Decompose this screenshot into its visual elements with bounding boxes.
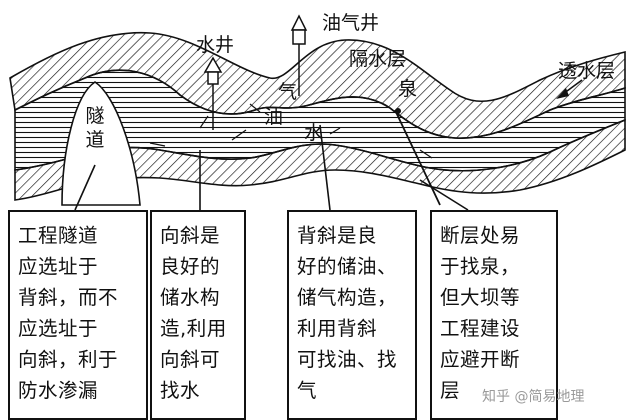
note-box-tunnel-line: 应选址于 <box>18 317 99 340</box>
note-box-tunnel-line: 背斜，而不 <box>18 286 119 309</box>
label-oil-gas-well: 油气井 <box>322 12 380 34</box>
fault-line <box>394 109 441 206</box>
pointer-lines <box>74 79 583 211</box>
spring-icon <box>395 108 401 114</box>
note-box-fault-line: 但大坝等 <box>440 286 521 309</box>
tunnel-shape <box>61 81 141 206</box>
note-box-fault-line: 应避开断 <box>440 348 521 371</box>
note-box-tunnel-line: 防水渗漏 <box>18 379 99 402</box>
note-box-syncline-line: 储水构 <box>160 286 221 309</box>
flow-arrows <box>149 103 433 159</box>
note-box-fault-line: 层 <box>440 379 461 402</box>
note-box-anticline-line: 背斜是良 <box>297 224 378 247</box>
watermark: 知乎 @简易地理 <box>482 389 585 405</box>
note-box-tunnel-line: 工程隧道 <box>18 224 99 247</box>
note-box-syncline-line: 向斜可 <box>160 348 221 371</box>
note-box-tunnel-line: 应选址于 <box>18 255 99 278</box>
note-box-syncline-line: 造,利用 <box>160 317 227 340</box>
oil-gas-well-icon <box>290 14 308 96</box>
note-box-tunnel-line: 向斜，利于 <box>18 348 119 371</box>
note-box-anticline: 背斜是良 好的储油、 储气构造， 利用背斜 可找油、找 气 <box>287 210 417 420</box>
note-box-syncline-line: 良好的 <box>160 255 221 278</box>
note-box-anticline-line: 好的储油、 <box>297 255 398 278</box>
label-aquiclude: 隔水层 <box>349 48 407 70</box>
note-box-syncline: 向斜是 良好的 储水构 造,利用 向斜可 找水 <box>150 210 246 420</box>
note-box-syncline-line: 找水 <box>160 379 201 402</box>
note-box-anticline-line: 储气构造， <box>297 286 398 309</box>
lower-aquifer-layer <box>14 118 626 201</box>
label-water: 水 <box>304 122 324 144</box>
label-oil: 油 <box>264 106 284 128</box>
note-box-syncline-line: 向斜是 <box>160 224 221 247</box>
label-tunnel-char-2: 道 <box>85 129 105 151</box>
note-box-fault-line: 工程建设 <box>440 317 521 340</box>
geologic-structure-diagram <box>9 14 626 211</box>
note-box-anticline-line: 气 <box>297 379 318 402</box>
note-box-anticline-line: 可找油、找 <box>297 348 398 371</box>
label-aquifer: 透水层 <box>558 60 616 82</box>
note-box-anticline-line: 利用背斜 <box>297 317 378 340</box>
label-gas: 气 <box>278 81 298 103</box>
label-water-well: 水井 <box>196 34 235 56</box>
note-box-fault-line: 于找泉， <box>440 255 521 278</box>
note-box-tunnel: 工程隧道 应选址于 背斜，而不 应选址于 向斜，利于 防水渗漏 <box>8 210 148 420</box>
water-well-icon <box>203 56 223 130</box>
label-spring: 泉 <box>398 78 418 100</box>
note-box-fault-line: 断层处易 <box>440 224 521 247</box>
label-tunnel-char-1: 隧 <box>85 105 105 127</box>
label-tunnel: 隧 道 <box>84 104 106 152</box>
